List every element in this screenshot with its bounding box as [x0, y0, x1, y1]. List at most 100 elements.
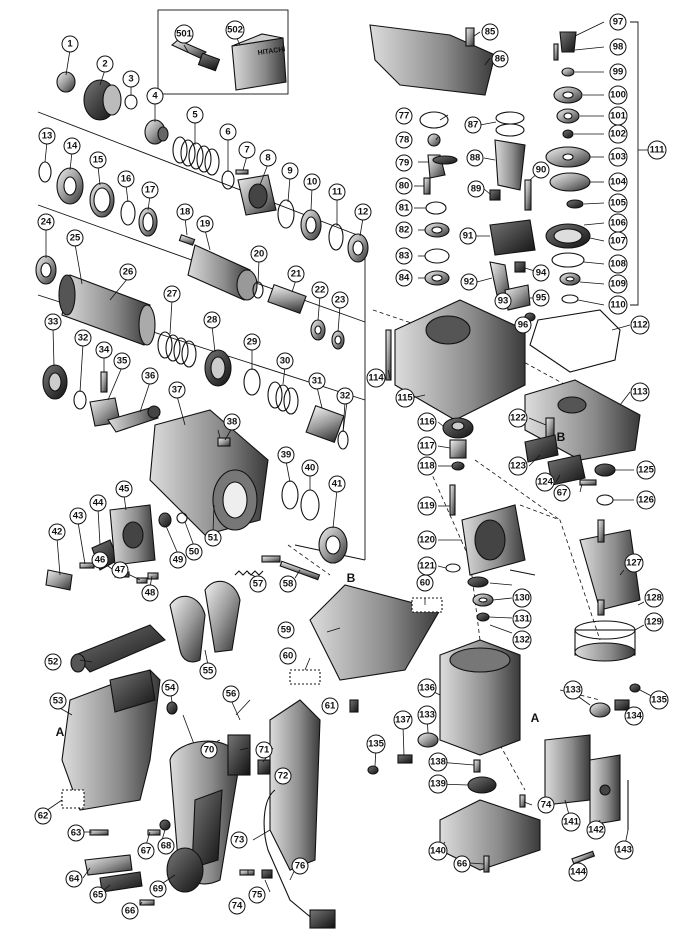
- callout-92: 92: [460, 273, 478, 291]
- callout-82: 82: [395, 221, 413, 239]
- switch-70: [227, 734, 251, 776]
- callout-102: 102: [608, 124, 628, 144]
- callout-111: 111: [647, 140, 667, 160]
- callout-140: 140: [428, 841, 448, 861]
- crank-case-37: [149, 409, 269, 536]
- svg-text:17: 17: [145, 185, 156, 196]
- connecting-rod-36: [107, 405, 161, 433]
- svg-text:65: 65: [93, 890, 104, 901]
- callout-33: 33: [44, 313, 62, 331]
- callout-131: 131: [512, 609, 532, 629]
- svg-text:79: 79: [399, 158, 410, 169]
- callout-138: 138: [428, 752, 448, 772]
- bearing-109: [559, 272, 581, 286]
- reference-mark-a-2: A: [531, 711, 540, 725]
- callout-53: 53: [49, 692, 67, 710]
- cylinder-19: [187, 244, 258, 301]
- svg-text:143: 143: [616, 845, 632, 856]
- callout-7: 7: [238, 141, 256, 159]
- svg-text:25: 25: [70, 233, 81, 244]
- callout-125: 125: [636, 460, 656, 480]
- callout-74-b: 74: [537, 796, 555, 814]
- svg-text:15: 15: [93, 155, 104, 166]
- svg-text:40: 40: [305, 463, 316, 474]
- reference-mark-a: A: [56, 725, 65, 739]
- ring-15: [89, 182, 115, 218]
- callout-98: 98: [609, 38, 627, 56]
- guide-3: [519, 504, 601, 641]
- svg-text:19: 19: [200, 219, 211, 230]
- washer-23: [331, 330, 345, 350]
- svg-text:120: 120: [419, 535, 435, 546]
- svg-text:54: 54: [165, 683, 176, 694]
- svg-text:59: 59: [281, 625, 292, 636]
- grip-86: [369, 24, 496, 96]
- callout-48: 48: [141, 584, 159, 602]
- bracket-88: [494, 139, 526, 191]
- svg-text:43: 43: [73, 511, 84, 522]
- svg-text:38: 38: [227, 417, 238, 428]
- svg-text:128: 128: [646, 593, 662, 604]
- callout-12: 12: [354, 203, 372, 221]
- callout-104: 104: [608, 172, 628, 192]
- callout-29: 29: [243, 333, 261, 351]
- svg-text:47: 47: [115, 565, 126, 576]
- callout-121: 121: [417, 556, 437, 576]
- callout-79: 79: [395, 154, 413, 172]
- svg-text:34: 34: [99, 345, 110, 356]
- guide-4: [474, 459, 561, 521]
- callout-44: 44: [89, 494, 107, 512]
- cylinder-26: [58, 274, 156, 346]
- callout-19: 19: [196, 215, 214, 233]
- callout-32: 32: [336, 387, 354, 405]
- callout-10: 10: [303, 173, 321, 191]
- svg-text:29: 29: [247, 337, 258, 348]
- callout-25: 25: [66, 229, 84, 247]
- svg-text:67: 67: [557, 488, 568, 499]
- callout-114: 114: [366, 368, 386, 388]
- callout-32-b: 32: [74, 329, 92, 347]
- svg-text:55: 55: [203, 666, 214, 677]
- svg-text:138: 138: [430, 757, 446, 768]
- svg-text:81: 81: [399, 203, 410, 214]
- svg-text:141: 141: [563, 817, 580, 828]
- svg-text:136: 136: [419, 683, 435, 694]
- svg-text:122: 122: [510, 413, 526, 424]
- callout-67: 67: [137, 842, 155, 860]
- callout-141: 141: [561, 812, 581, 832]
- callout-123: 123: [508, 456, 528, 476]
- callout-3: 3: [122, 70, 140, 88]
- svg-text:114: 114: [368, 373, 384, 384]
- callout-21: 21: [287, 265, 305, 283]
- callout-113: 113: [630, 382, 650, 402]
- svg-text:89: 89: [471, 184, 482, 195]
- svg-text:23: 23: [335, 295, 346, 306]
- callout-93: 93: [494, 292, 512, 310]
- accessory-box-frame: [157, 9, 289, 95]
- gear-28: [204, 349, 232, 387]
- svg-text:64: 64: [69, 874, 80, 885]
- svg-text:37: 37: [172, 385, 183, 396]
- callout-126: 126: [636, 490, 656, 510]
- svg-text:21: 21: [291, 269, 302, 280]
- callout-71: 71: [255, 741, 273, 759]
- callout-501: 501: [174, 24, 194, 44]
- brush-holder-91: [489, 219, 536, 256]
- svg-text:52: 52: [48, 657, 59, 668]
- brush-123: [524, 434, 559, 463]
- callout-100: 100: [608, 85, 628, 105]
- svg-text:111: 111: [650, 145, 666, 156]
- callout-89: 89: [467, 180, 485, 198]
- callout-115: 115: [395, 388, 415, 408]
- svg-text:103: 103: [610, 152, 626, 163]
- callout-41: 41: [328, 475, 346, 493]
- svg-text:107: 107: [610, 236, 626, 247]
- svg-text:8: 8: [265, 153, 270, 164]
- ring-17: [138, 207, 158, 237]
- svg-text:135: 135: [651, 695, 668, 706]
- grip-2: [83, 79, 122, 121]
- callout-30: 30: [276, 352, 294, 370]
- svg-text:133: 133: [565, 685, 581, 696]
- callout-75: 75: [248, 886, 266, 904]
- callout-43: 43: [69, 507, 87, 525]
